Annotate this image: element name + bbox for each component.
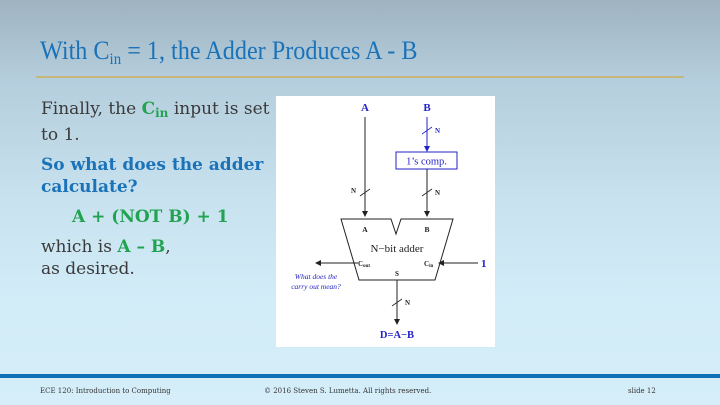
title-divider bbox=[36, 76, 684, 78]
port-b: B bbox=[424, 225, 429, 234]
title-subscript: in bbox=[109, 51, 122, 68]
question-text: So what does the adder calculate? bbox=[41, 155, 264, 197]
text: which is bbox=[41, 237, 118, 257]
paragraph-result: which is A – B, as desired. bbox=[41, 236, 271, 280]
port-a: A bbox=[362, 225, 368, 234]
text: , bbox=[165, 237, 171, 257]
bus-slash bbox=[421, 126, 433, 135]
bus-width-label: N bbox=[435, 127, 440, 135]
ones-complement-label: 1’s comp. bbox=[406, 157, 447, 168]
title-prefix: With C bbox=[40, 36, 110, 65]
cin-term: Cin bbox=[141, 99, 169, 120]
port-cin: Cin bbox=[424, 260, 433, 269]
formula: A + (NOT B) + 1 bbox=[72, 207, 229, 227]
input-a-label: A bbox=[361, 102, 369, 114]
adder-block bbox=[340, 218, 454, 281]
output-label: D=A−B bbox=[380, 330, 414, 341]
carry-out-question-line1: What does the bbox=[295, 272, 338, 281]
text: as desired. bbox=[41, 259, 135, 279]
adder-diagram: A N B N 1’s comp. N A B N−bit adder Cout… bbox=[276, 96, 495, 347]
slide-body: Finally, the Cin input is set to 1. So w… bbox=[41, 98, 271, 288]
text: in bbox=[429, 264, 433, 269]
bus-width-label: N bbox=[405, 299, 410, 307]
text: Finally, the bbox=[41, 99, 142, 119]
adder-label: N−bit adder bbox=[371, 243, 424, 255]
port-cout: Cout bbox=[358, 260, 370, 269]
text: out bbox=[363, 264, 370, 269]
bus-width-label: N bbox=[435, 189, 440, 197]
input-b-label: B bbox=[423, 102, 431, 114]
bus-slash bbox=[359, 188, 371, 197]
bus-slash bbox=[391, 298, 403, 307]
title-suffix: = 1, the Adder Produces A - B bbox=[121, 36, 418, 65]
carry-out-question-line2: carry out mean? bbox=[291, 282, 341, 291]
paragraph-cin: Finally, the Cin input is set to 1. bbox=[41, 98, 271, 146]
slide-title: With Cin = 1, the Adder Produces A - B bbox=[40, 36, 418, 69]
text: C bbox=[141, 99, 156, 119]
result-term: A – B bbox=[117, 237, 166, 257]
text: input is set to 1. bbox=[41, 99, 270, 145]
footer-bar bbox=[0, 374, 720, 378]
port-s: S bbox=[395, 270, 399, 278]
footer-copyright: © 2016 Steven S. Lumetta. All rights res… bbox=[264, 387, 432, 395]
text: in bbox=[155, 106, 169, 120]
footer-course: ECE 120: Introduction to Computing bbox=[40, 387, 171, 395]
text: C bbox=[358, 260, 363, 268]
bus-width-label: N bbox=[351, 187, 356, 195]
footer-slide-number: slide 12 bbox=[628, 387, 656, 395]
text: C bbox=[424, 260, 429, 268]
cin-value: 1 bbox=[481, 258, 487, 270]
bus-slash bbox=[421, 188, 433, 197]
